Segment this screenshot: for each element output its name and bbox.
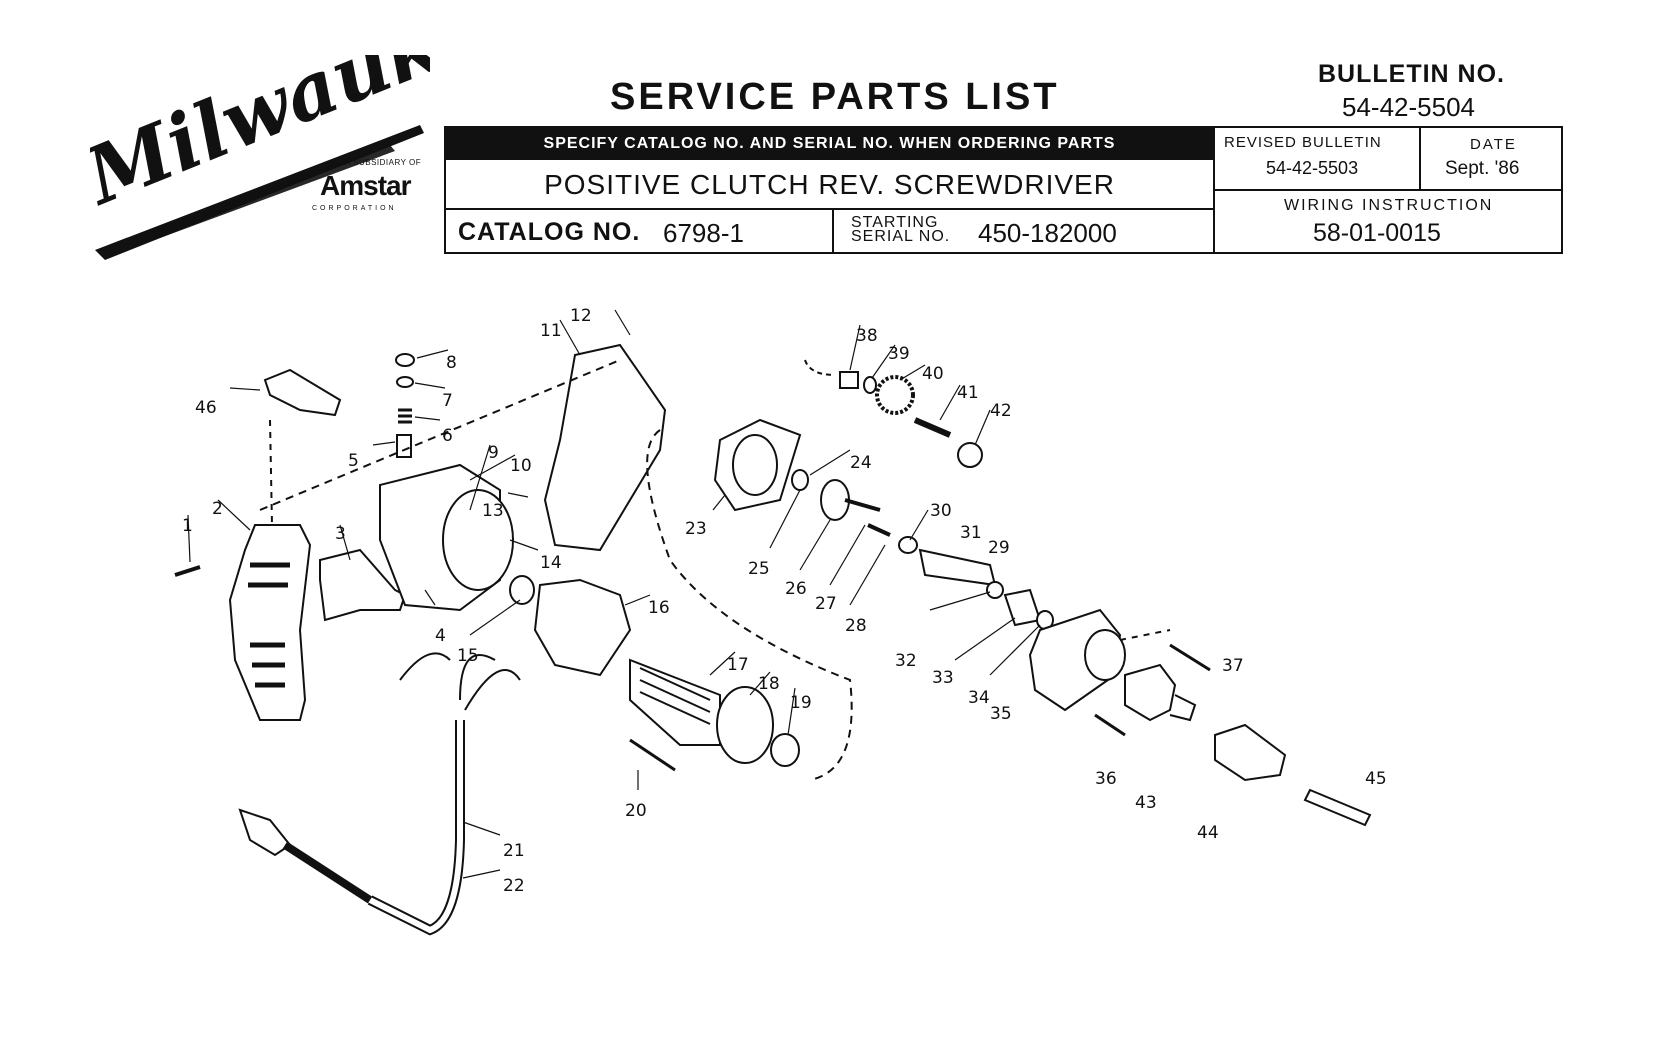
part-callout-32: 32 [895,651,917,671]
part-callout-39: 39 [888,344,910,364]
part-callout-33: 33 [932,668,954,688]
part-callout-38: 38 [856,326,878,346]
part-callout-30: 30 [930,501,952,521]
divider [1213,189,1563,191]
part-callout-18: 18 [758,674,780,694]
exploded-parts-diagram: 1234567891011121314151617181920212223242… [174,306,1387,936]
part-callout-14: 14 [540,553,562,573]
part-callout-31: 31 [960,523,982,543]
part-callout-9: 9 [488,443,499,463]
part-callout-40: 40 [922,364,944,384]
part-callout-43: 43 [1135,793,1157,813]
part-callout-1: 1 [182,516,193,536]
part-callout-16: 16 [648,598,670,618]
part-callout-35: 35 [990,704,1012,724]
part-callout-19: 19 [790,693,812,713]
part-callout-6: 6 [442,426,453,446]
order-instruction-bar: SPECIFY CATALOG NO. AND SERIAL NO. WHEN … [446,128,1213,160]
part-callout-26: 26 [785,579,807,599]
product-name: POSITIVE CLUTCH REV. SCREWDRIVER [544,169,1115,200]
revised-bulletin-label: REVISED BULLETIN [1224,134,1382,151]
part-callout-17: 17 [727,655,749,675]
part-callout-42: 42 [990,401,1012,421]
part-callout-20: 20 [625,801,647,821]
part-callout-3: 3 [335,524,346,544]
wiring-instruction-label: WIRING INSTRUCTION [1284,197,1494,214]
part-callout-13: 13 [482,501,504,521]
part-callout-10: 10 [510,456,532,476]
date-label: DATE [1470,136,1517,153]
part-callout-2: 2 [212,499,223,519]
part-callout-5: 5 [348,451,359,471]
part-callout-44: 44 [1197,823,1219,843]
milwaukee-logo: Milwaukee [90,55,430,260]
part-callout-27: 27 [815,594,837,614]
part-callout-37: 37 [1222,656,1244,676]
part-callout-22: 22 [503,876,525,896]
part-callout-25: 25 [748,559,770,579]
catalog-label: CATALOG NO. [458,218,641,246]
part-callout-21: 21 [503,841,525,861]
part-callout-45: 45 [1365,769,1387,789]
part-callout-7: 7 [442,391,453,411]
part-callout-15: 15 [457,646,479,666]
starting-serial: 450-182000 [978,218,1117,248]
serial-label: SERIAL NO. [851,228,951,245]
bulletin-number: 54-42-5504 [1342,92,1475,122]
part-callout-4: 4 [435,626,446,646]
divider [444,208,1214,210]
date-value: Sept. '86 [1445,158,1520,179]
part-callout-46: 46 [195,398,217,418]
bulletin-label: BULLETIN NO. [1318,60,1505,88]
part-callout-36: 36 [1095,769,1117,789]
amstar-corporation: CORPORATION [312,205,397,212]
part-callout-11: 11 [540,321,562,341]
part-callout-12: 12 [570,306,592,326]
starting-label: STARTING [851,214,939,231]
part-callout-24: 24 [850,453,872,473]
revised-bulletin: 54-42-5503 [1266,158,1359,178]
part-callout-34: 34 [968,688,990,708]
amstar-logo: Amstar [320,170,411,201]
subsidiary-text: A SUBSIDIARY OF [345,158,422,167]
catalog-number: 6798-1 [663,218,744,248]
part-callout-23: 23 [685,519,707,539]
part-callout-29: 29 [988,538,1010,558]
part-callout-28: 28 [845,616,867,636]
divider [1419,126,1421,190]
page-title: SERVICE PARTS LIST [610,76,1060,118]
part-callout-41: 41 [957,383,979,403]
starting-serial-label: STARTING SERIAL NO. [851,214,951,245]
divider [832,208,834,254]
wiring-instruction-number: 58-01-0015 [1313,219,1441,247]
part-callout-8: 8 [446,353,457,373]
